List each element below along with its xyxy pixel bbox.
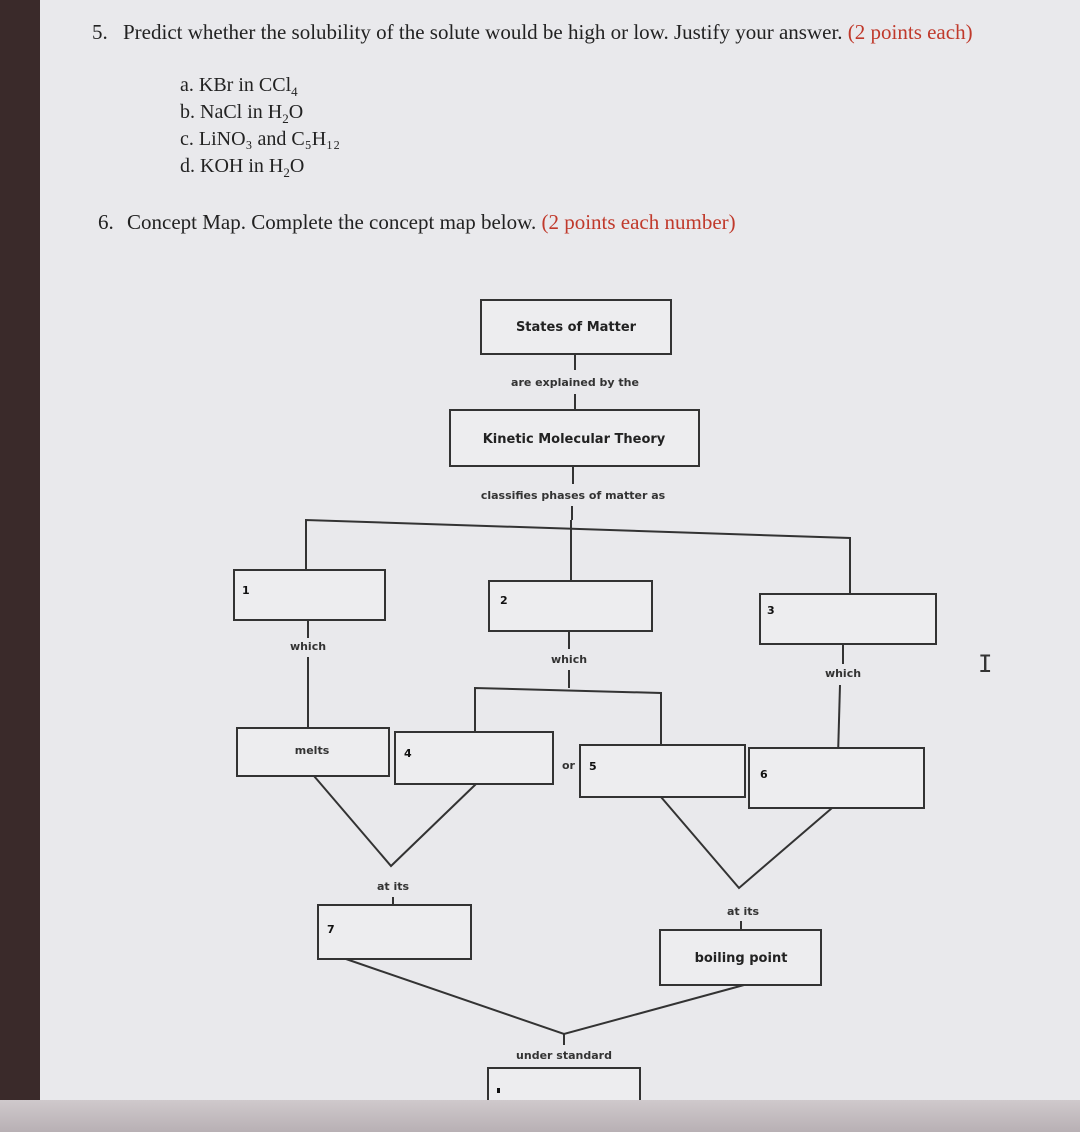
item-c: c. LiNO₃ and C₅H₁₂ bbox=[180, 128, 341, 150]
box-6 bbox=[748, 747, 925, 809]
number-6: 6 bbox=[760, 768, 768, 781]
connector bbox=[837, 684, 841, 757]
box-7 bbox=[317, 904, 472, 960]
box-kmt bbox=[449, 409, 700, 467]
which-label-3: which bbox=[825, 667, 861, 680]
box-1 bbox=[233, 569, 386, 621]
or-label: or bbox=[562, 759, 576, 772]
question-5-points: (2 points each) bbox=[847, 20, 973, 44]
question-6-number: 6. bbox=[98, 210, 114, 234]
number-3: 3 bbox=[767, 604, 775, 617]
branch-bar bbox=[305, 518, 851, 594]
question-6-text: Concept Map. Complete the concept map be… bbox=[127, 210, 537, 234]
at-its-left: at its bbox=[377, 880, 410, 893]
box-8-mark bbox=[497, 1088, 500, 1093]
states-of-matter-label: States of Matter bbox=[516, 320, 637, 335]
box-2 bbox=[488, 580, 653, 632]
box-states-of-matter bbox=[480, 299, 672, 355]
right-v bbox=[660, 796, 833, 890]
question-5: 5. Predict whether the solubility of the… bbox=[92, 20, 973, 45]
kmt-label: Kinetic Molecular Theory bbox=[483, 432, 666, 447]
item-d: d. KOH in H2O bbox=[180, 155, 305, 180]
explained-by-label: are explained by the bbox=[511, 376, 639, 389]
branch-middle bbox=[474, 686, 662, 745]
melts-label: melts bbox=[295, 744, 330, 757]
box-melts bbox=[236, 727, 390, 777]
concept-map: States of Matter are explained by the Ki… bbox=[233, 299, 937, 1105]
number-1: 1 bbox=[242, 584, 250, 597]
classifies-label: classifies phases of matter as bbox=[481, 489, 666, 502]
box-4 bbox=[394, 731, 554, 785]
left-v bbox=[313, 775, 477, 868]
worksheet-page: 5. Predict whether the solubility of the… bbox=[40, 0, 1080, 1105]
which-label-1: which bbox=[290, 640, 326, 653]
item-b: b. NaCl in H2O bbox=[180, 101, 304, 126]
box-3 bbox=[759, 593, 937, 645]
question-5-text: Predict whether the solubility of the so… bbox=[123, 20, 843, 44]
item-a: a. KBr in CCl4 bbox=[180, 74, 298, 99]
box-5 bbox=[579, 744, 746, 798]
number-2: 2 bbox=[500, 594, 508, 607]
box-8 bbox=[487, 1067, 641, 1105]
boiling-point-label: boiling point bbox=[695, 951, 788, 966]
at-its-right: at its bbox=[727, 905, 760, 918]
number-5: 5 bbox=[589, 760, 597, 773]
text-cursor-icon: I bbox=[978, 650, 993, 678]
number-7: 7 bbox=[327, 923, 335, 936]
screen-bottom-bezel bbox=[0, 1100, 1080, 1132]
question-6-points: (2 points each number) bbox=[541, 210, 736, 234]
question-6: 6. Concept Map. Complete the concept map… bbox=[98, 210, 736, 235]
which-label-2: which bbox=[551, 653, 587, 666]
under-standard-label: under standard bbox=[516, 1049, 612, 1062]
question-5-number: 5. bbox=[92, 20, 108, 44]
number-4: 4 bbox=[404, 747, 412, 760]
